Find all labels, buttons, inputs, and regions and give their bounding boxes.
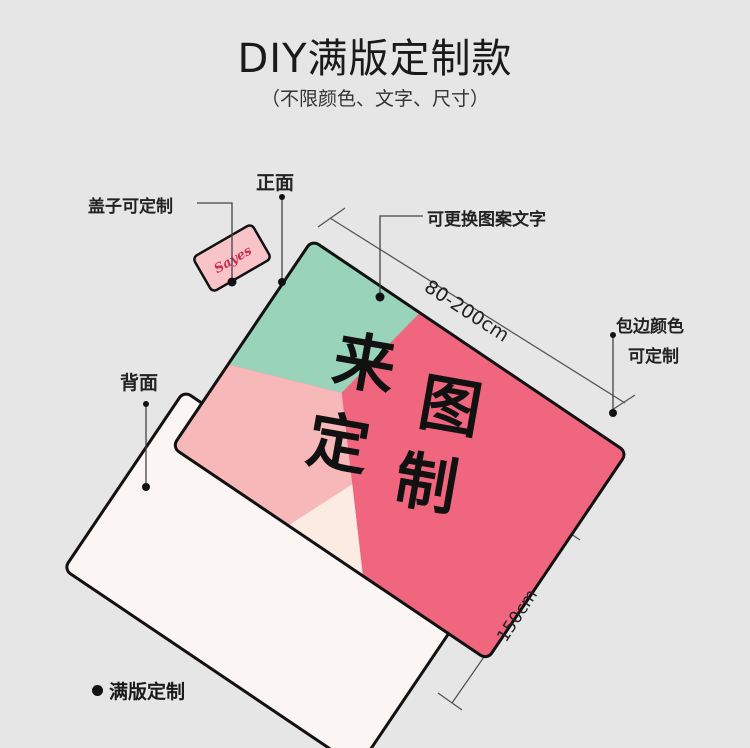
mint-region (228, 240, 420, 393)
bullet-dot (92, 685, 103, 696)
callout-dots (142, 194, 617, 491)
length-dimension-line (317, 207, 636, 411)
footer-text: 满版定制 (109, 681, 186, 703)
callout-lines (145, 197, 614, 487)
page-title: DIY满版定制款 (237, 36, 513, 82)
mat-char-1: 来 (328, 322, 402, 405)
lid-label: 盖子可定制 (88, 197, 173, 217)
page-subtitle: （不限颜色、文字、尺寸） (260, 88, 489, 110)
replace-pattern-label: 可更换图案文字 (427, 210, 546, 230)
footer-note: 满版定制 (92, 677, 185, 704)
border-color-label-line1: 包边颜色 (616, 317, 684, 337)
mat-char-4: 制 (390, 442, 464, 525)
mat-char-2: 图 (414, 365, 488, 448)
cream-region (288, 484, 363, 576)
front-label: 正面 (256, 172, 295, 194)
mat-char-3: 定 (302, 402, 376, 485)
border-color-label-line2: 可定制 (628, 347, 679, 367)
front-mat: 来 图 定 制 (172, 240, 628, 660)
back-label: 背面 (120, 372, 159, 394)
